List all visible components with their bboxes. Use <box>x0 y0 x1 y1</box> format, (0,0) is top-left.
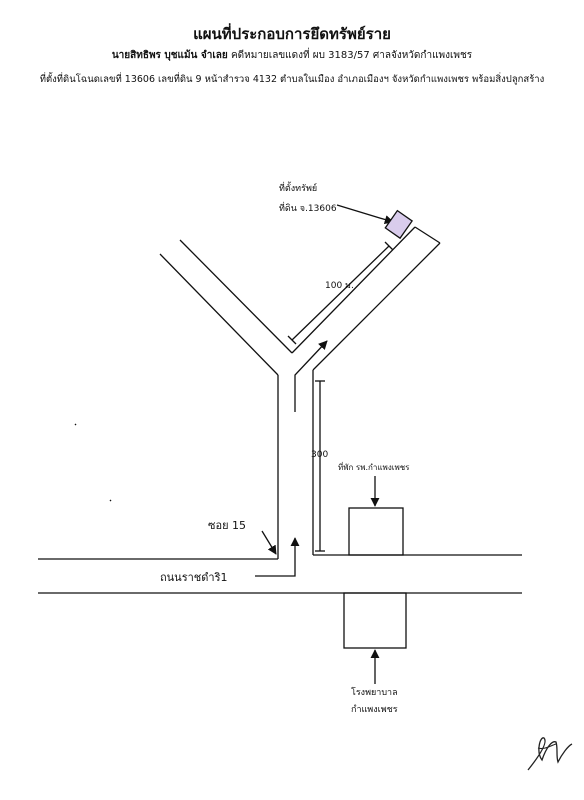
distance-100-label: 100 ม. <box>325 281 354 291</box>
left-branch-outer <box>159 253 279 376</box>
residence-building <box>348 507 404 556</box>
distance-100-line <box>291 245 390 341</box>
speck <box>109 499 112 502</box>
hospital-building <box>343 592 407 649</box>
soi-label: ซอย 15 <box>208 519 246 532</box>
distance-300-label: 300 <box>311 450 328 460</box>
right-branch-end <box>414 226 441 244</box>
main-road-label: ถนนราชดำริ1 <box>160 571 227 584</box>
signature-stroke <box>537 743 557 750</box>
distance-100-tick-b <box>384 241 394 251</box>
property-label-line2: ที่ดิน จ.13606 <box>279 201 337 214</box>
page-title: แผนที่ประกอบการยึดทรัพย์ราย <box>193 25 391 43</box>
case-line: นายสิทธิพร บุชแม้น จำเลย คดีหมายเลขแดงที… <box>0 48 584 63</box>
property-pointer-line <box>336 204 394 224</box>
route-arrow-up-soi <box>294 340 328 412</box>
location-line: ที่ตั้งที่ดินโฉนดเลขที่ 13606 เลขที่ดิน … <box>39 74 545 85</box>
right-branch-outer <box>312 242 441 371</box>
property-label-line1: ที่ตั้งทรัพย์ <box>279 181 317 194</box>
distance-100-tick-a <box>287 335 297 345</box>
hospital-label-line2: กำแพงเพชร <box>351 704 398 715</box>
residence-label: ที่พัก รพ.กำแพงเพชร <box>338 461 410 472</box>
speck <box>74 423 77 426</box>
route-arrow-from-road <box>255 537 300 577</box>
signature <box>527 737 573 771</box>
left-branch-inner <box>179 239 293 354</box>
soi-pointer-line <box>261 530 277 555</box>
case-info: คดีหมายเลขแดงที่ ผบ 3183/57 ศาลจังหวัดกำ… <box>230 50 473 61</box>
right-branch-inner <box>291 226 416 354</box>
hospital-label-line1: โรงพยาบาล <box>351 687 398 698</box>
property-plot <box>384 209 414 240</box>
owner-name: นายสิทธิพร บุชแม้น จำเลย <box>111 50 228 61</box>
